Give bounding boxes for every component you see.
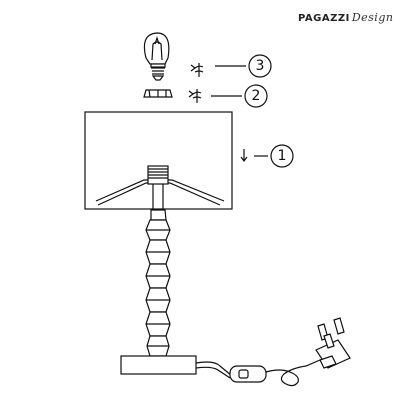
down-arrow-icon [240,149,248,162]
step-number: 3 [256,58,265,74]
step-callout-1: 1 [254,144,294,168]
shade-ring-illustration [143,89,173,98]
step-number: 2 [252,88,261,104]
lamp-stem-illustration [145,209,171,357]
step-number: 1 [278,148,287,164]
uk-plug-illustration [315,317,351,369]
step-callout-2: 2 [211,84,268,108]
rotate-arrow-icon [188,89,202,103]
brand-name: PAGAZZI [298,13,350,24]
lamp-shade-illustration [84,111,233,210]
rotate-arrow-icon [190,63,204,77]
lamp-holder-illustration [147,165,169,210]
brand-script: Design [351,11,394,24]
lamp-base-illustration [120,355,197,375]
bulb-illustration [143,32,170,81]
step-callout-3: 3 [215,54,272,78]
inline-switch-illustration [229,365,267,383]
power-cable-illustration [195,359,321,387]
